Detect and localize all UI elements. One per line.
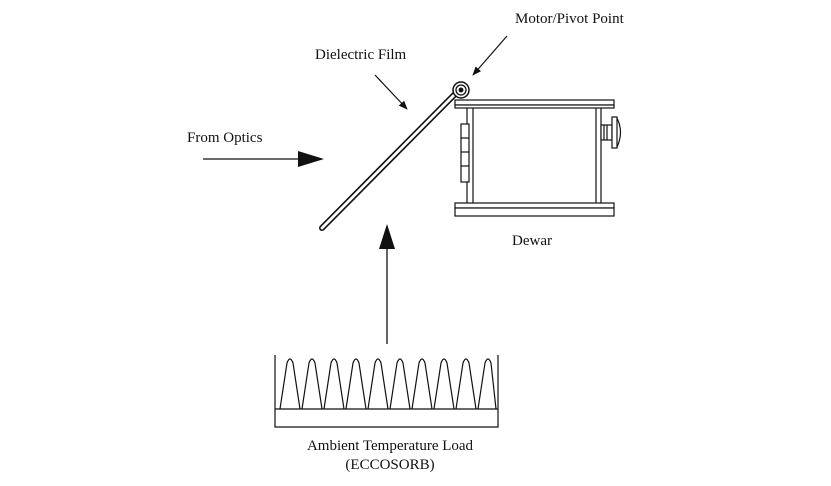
load-to-film-arrow: [379, 224, 395, 344]
motor-pivot-label: Motor/Pivot Point: [515, 11, 624, 27]
dielectric-film-label: Dielectric Film: [315, 47, 407, 63]
dielectric-film-pointer: [374, 74, 408, 110]
dewar: [454, 99, 622, 217]
load-label-line1: Ambient Temperature Load: [306, 438, 474, 454]
dewar-label: Dewar: [512, 233, 552, 249]
from-optics-label: From Optics: [187, 130, 263, 146]
from-optics-arrow: [203, 151, 324, 167]
eccosorb-load: [274, 355, 499, 428]
dielectric-film: [319, 87, 462, 231]
load-label-line2: (ECCOSORB): [345, 457, 435, 473]
motor-pivot: [452, 81, 470, 99]
motor-pivot-pointer: [472, 35, 508, 76]
